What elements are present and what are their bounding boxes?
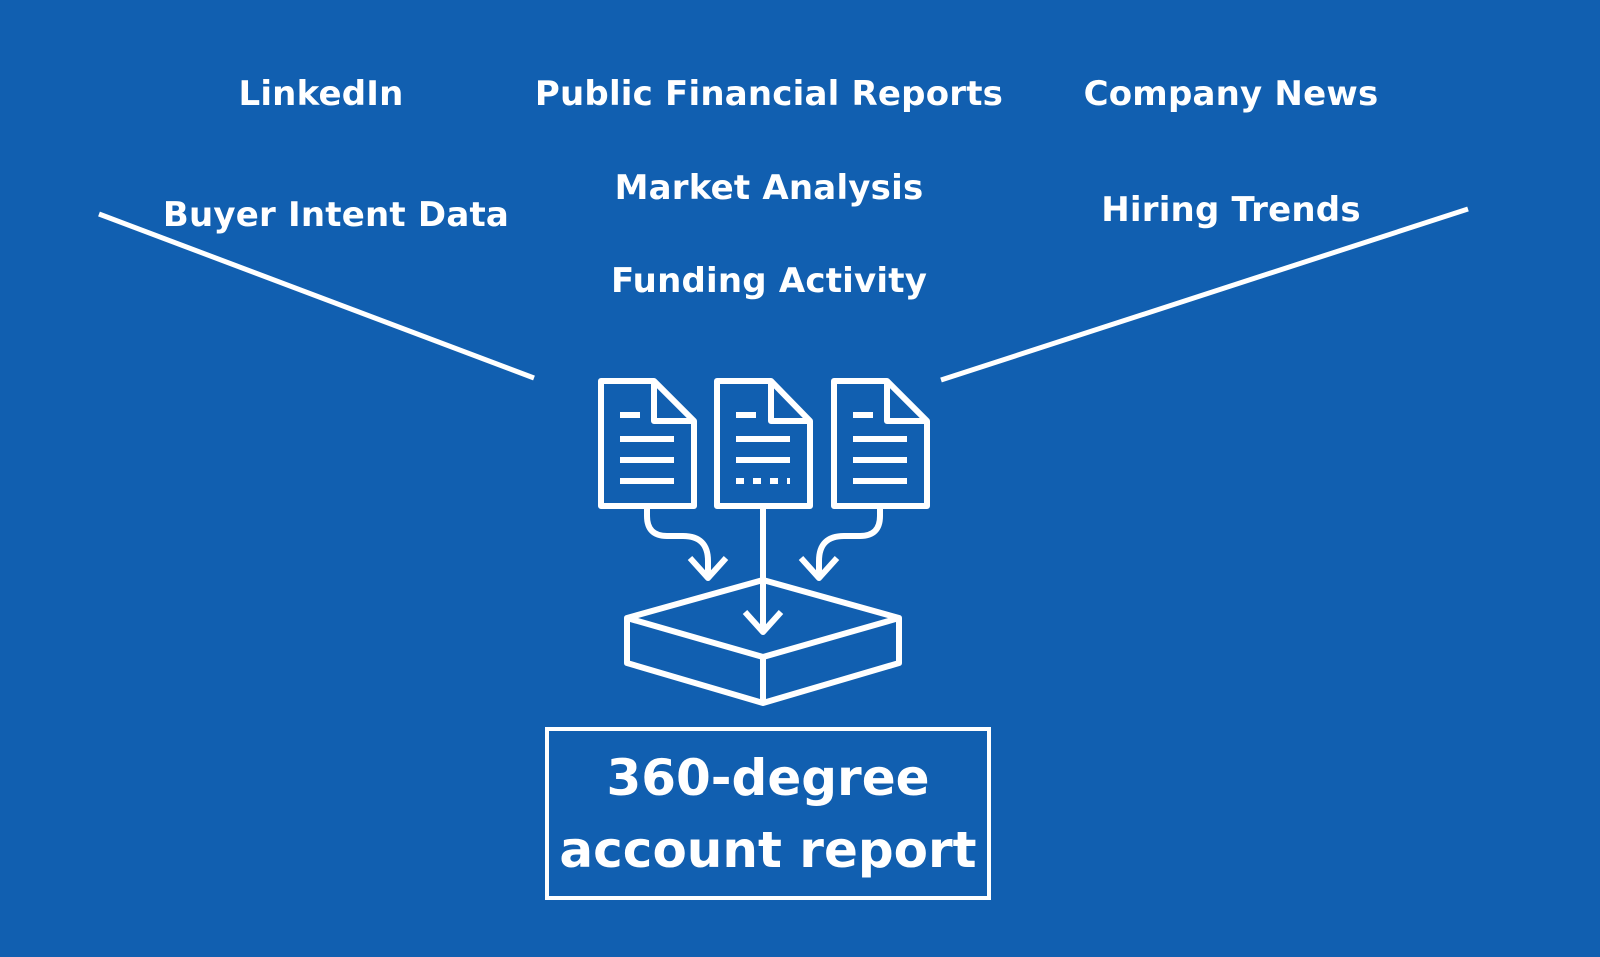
document-icon (714, 378, 813, 509)
source-label-company-news: Company News (1083, 74, 1379, 114)
report-output-box: 360-degree account report (545, 727, 991, 900)
document-icon (831, 378, 930, 509)
source-label-linkedin: LinkedIn (238, 74, 404, 114)
right-arrow (798, 506, 883, 581)
source-label-buyer-intent-data: Buyer Intent Data (162, 195, 510, 235)
source-label-market-analysis: Market Analysis (614, 168, 924, 208)
right-funnel-line (940, 206, 1469, 383)
report-title-line-1: 360-degree (606, 748, 930, 807)
center-arrow (742, 506, 784, 635)
inbox-tray-icon (624, 577, 902, 706)
left-funnel-line (98, 211, 535, 381)
left-arrow (644, 506, 729, 581)
report-title-line-2: account report (559, 820, 977, 879)
source-label-funding-activity: Funding Activity (610, 261, 928, 301)
source-label-public-financial-reports: Public Financial Reports (534, 74, 1004, 114)
source-label-hiring-trends: Hiring Trends (1101, 190, 1361, 230)
document-icon (598, 378, 697, 509)
